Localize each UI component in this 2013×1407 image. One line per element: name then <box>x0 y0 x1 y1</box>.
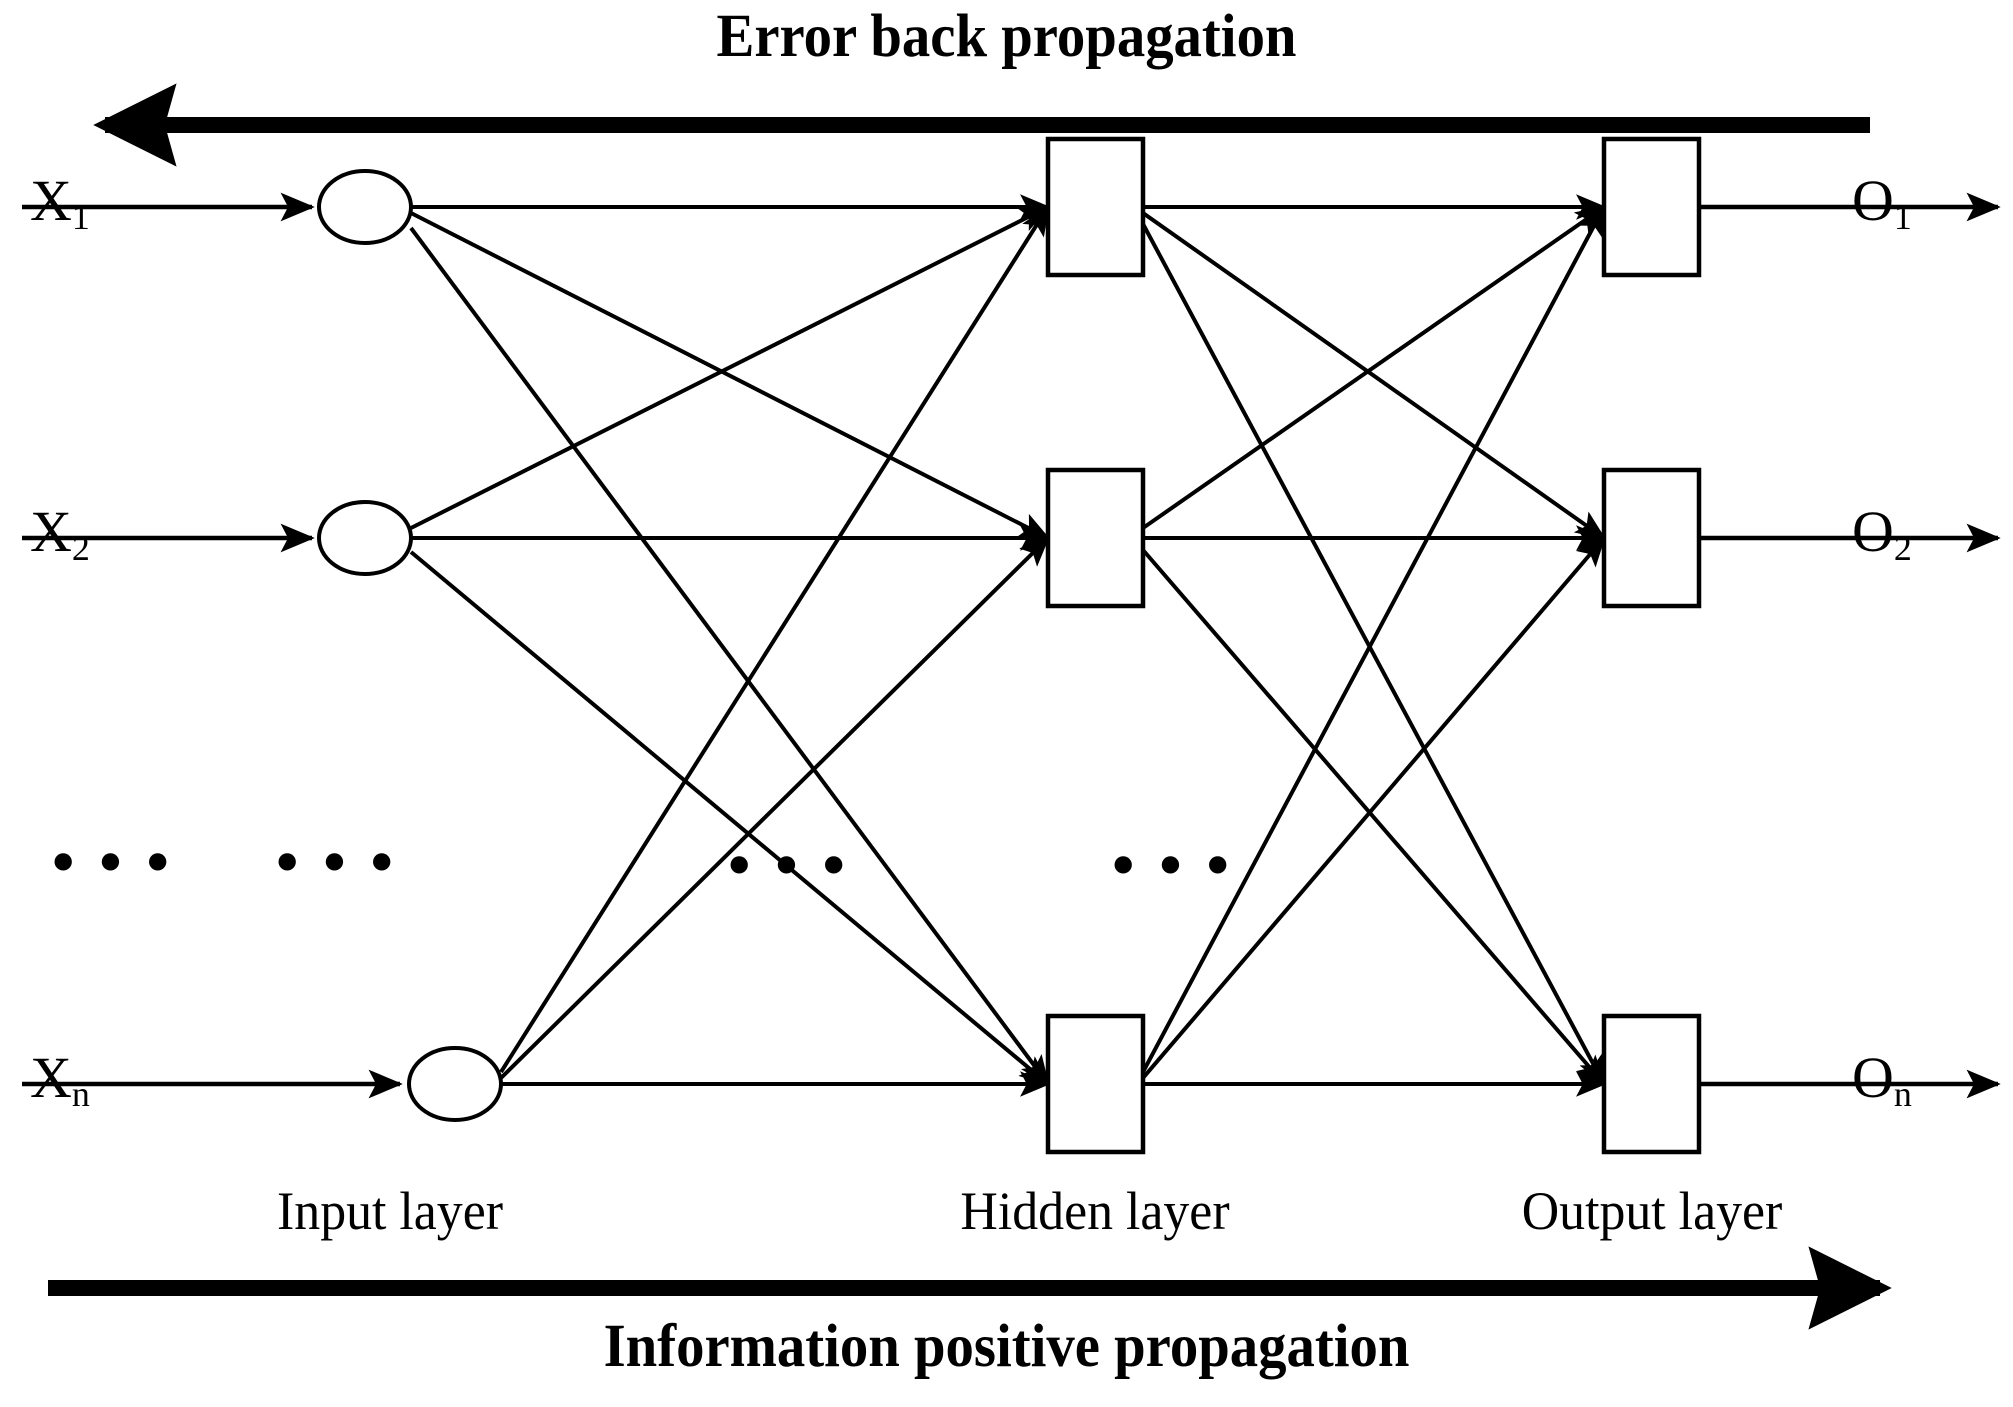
output-exit-lines <box>1699 192 2001 1099</box>
ellipsis-hidden-nodes: • • • <box>1112 829 1235 900</box>
output-node-1[interactable] <box>1601 136 1702 278</box>
bottom-banner-title: Information positive propagation <box>603 1313 1410 1380</box>
hidden-node-1[interactable] <box>1045 136 1146 278</box>
input-node-2[interactable] <box>317 500 413 576</box>
input-node-n[interactable] <box>407 1046 503 1122</box>
input-label-n: Xn <box>30 1045 90 1114</box>
input-layer-nodes <box>317 169 503 1122</box>
input-label-2: X2 <box>30 499 90 568</box>
output-label-2: O2 <box>1852 499 1912 568</box>
input-feed-lines <box>22 192 403 1099</box>
input-label-1: X1 <box>30 168 90 237</box>
layer-label-input: Input layer <box>277 1181 503 1241</box>
hidden-node-2[interactable] <box>1045 467 1146 609</box>
hidden-node-n[interactable] <box>1045 1013 1146 1155</box>
layer-label-output: Output layer <box>1521 1181 1783 1241</box>
input-node-1[interactable] <box>317 169 413 245</box>
ellipsis-input-labels: • • • <box>52 826 175 897</box>
hidden-to-output-edges <box>1141 194 1607 1097</box>
top-banner-title: Error back propagation <box>716 3 1297 70</box>
output-layer-nodes <box>1601 136 1702 1155</box>
ellipsis-input-nodes: • • • <box>276 826 399 897</box>
output-label-1: O1 <box>1852 168 1912 237</box>
output-label-n: On <box>1852 1045 1912 1114</box>
output-node-n[interactable] <box>1601 1013 1702 1155</box>
output-node-2[interactable] <box>1601 467 1702 609</box>
ellipsis-edges-left: • • • <box>728 829 851 900</box>
input-to-hidden-edges <box>409 194 1051 1097</box>
layer-label-hidden: Hidden layer <box>960 1181 1230 1241</box>
hidden-layer-nodes <box>1045 136 1146 1155</box>
